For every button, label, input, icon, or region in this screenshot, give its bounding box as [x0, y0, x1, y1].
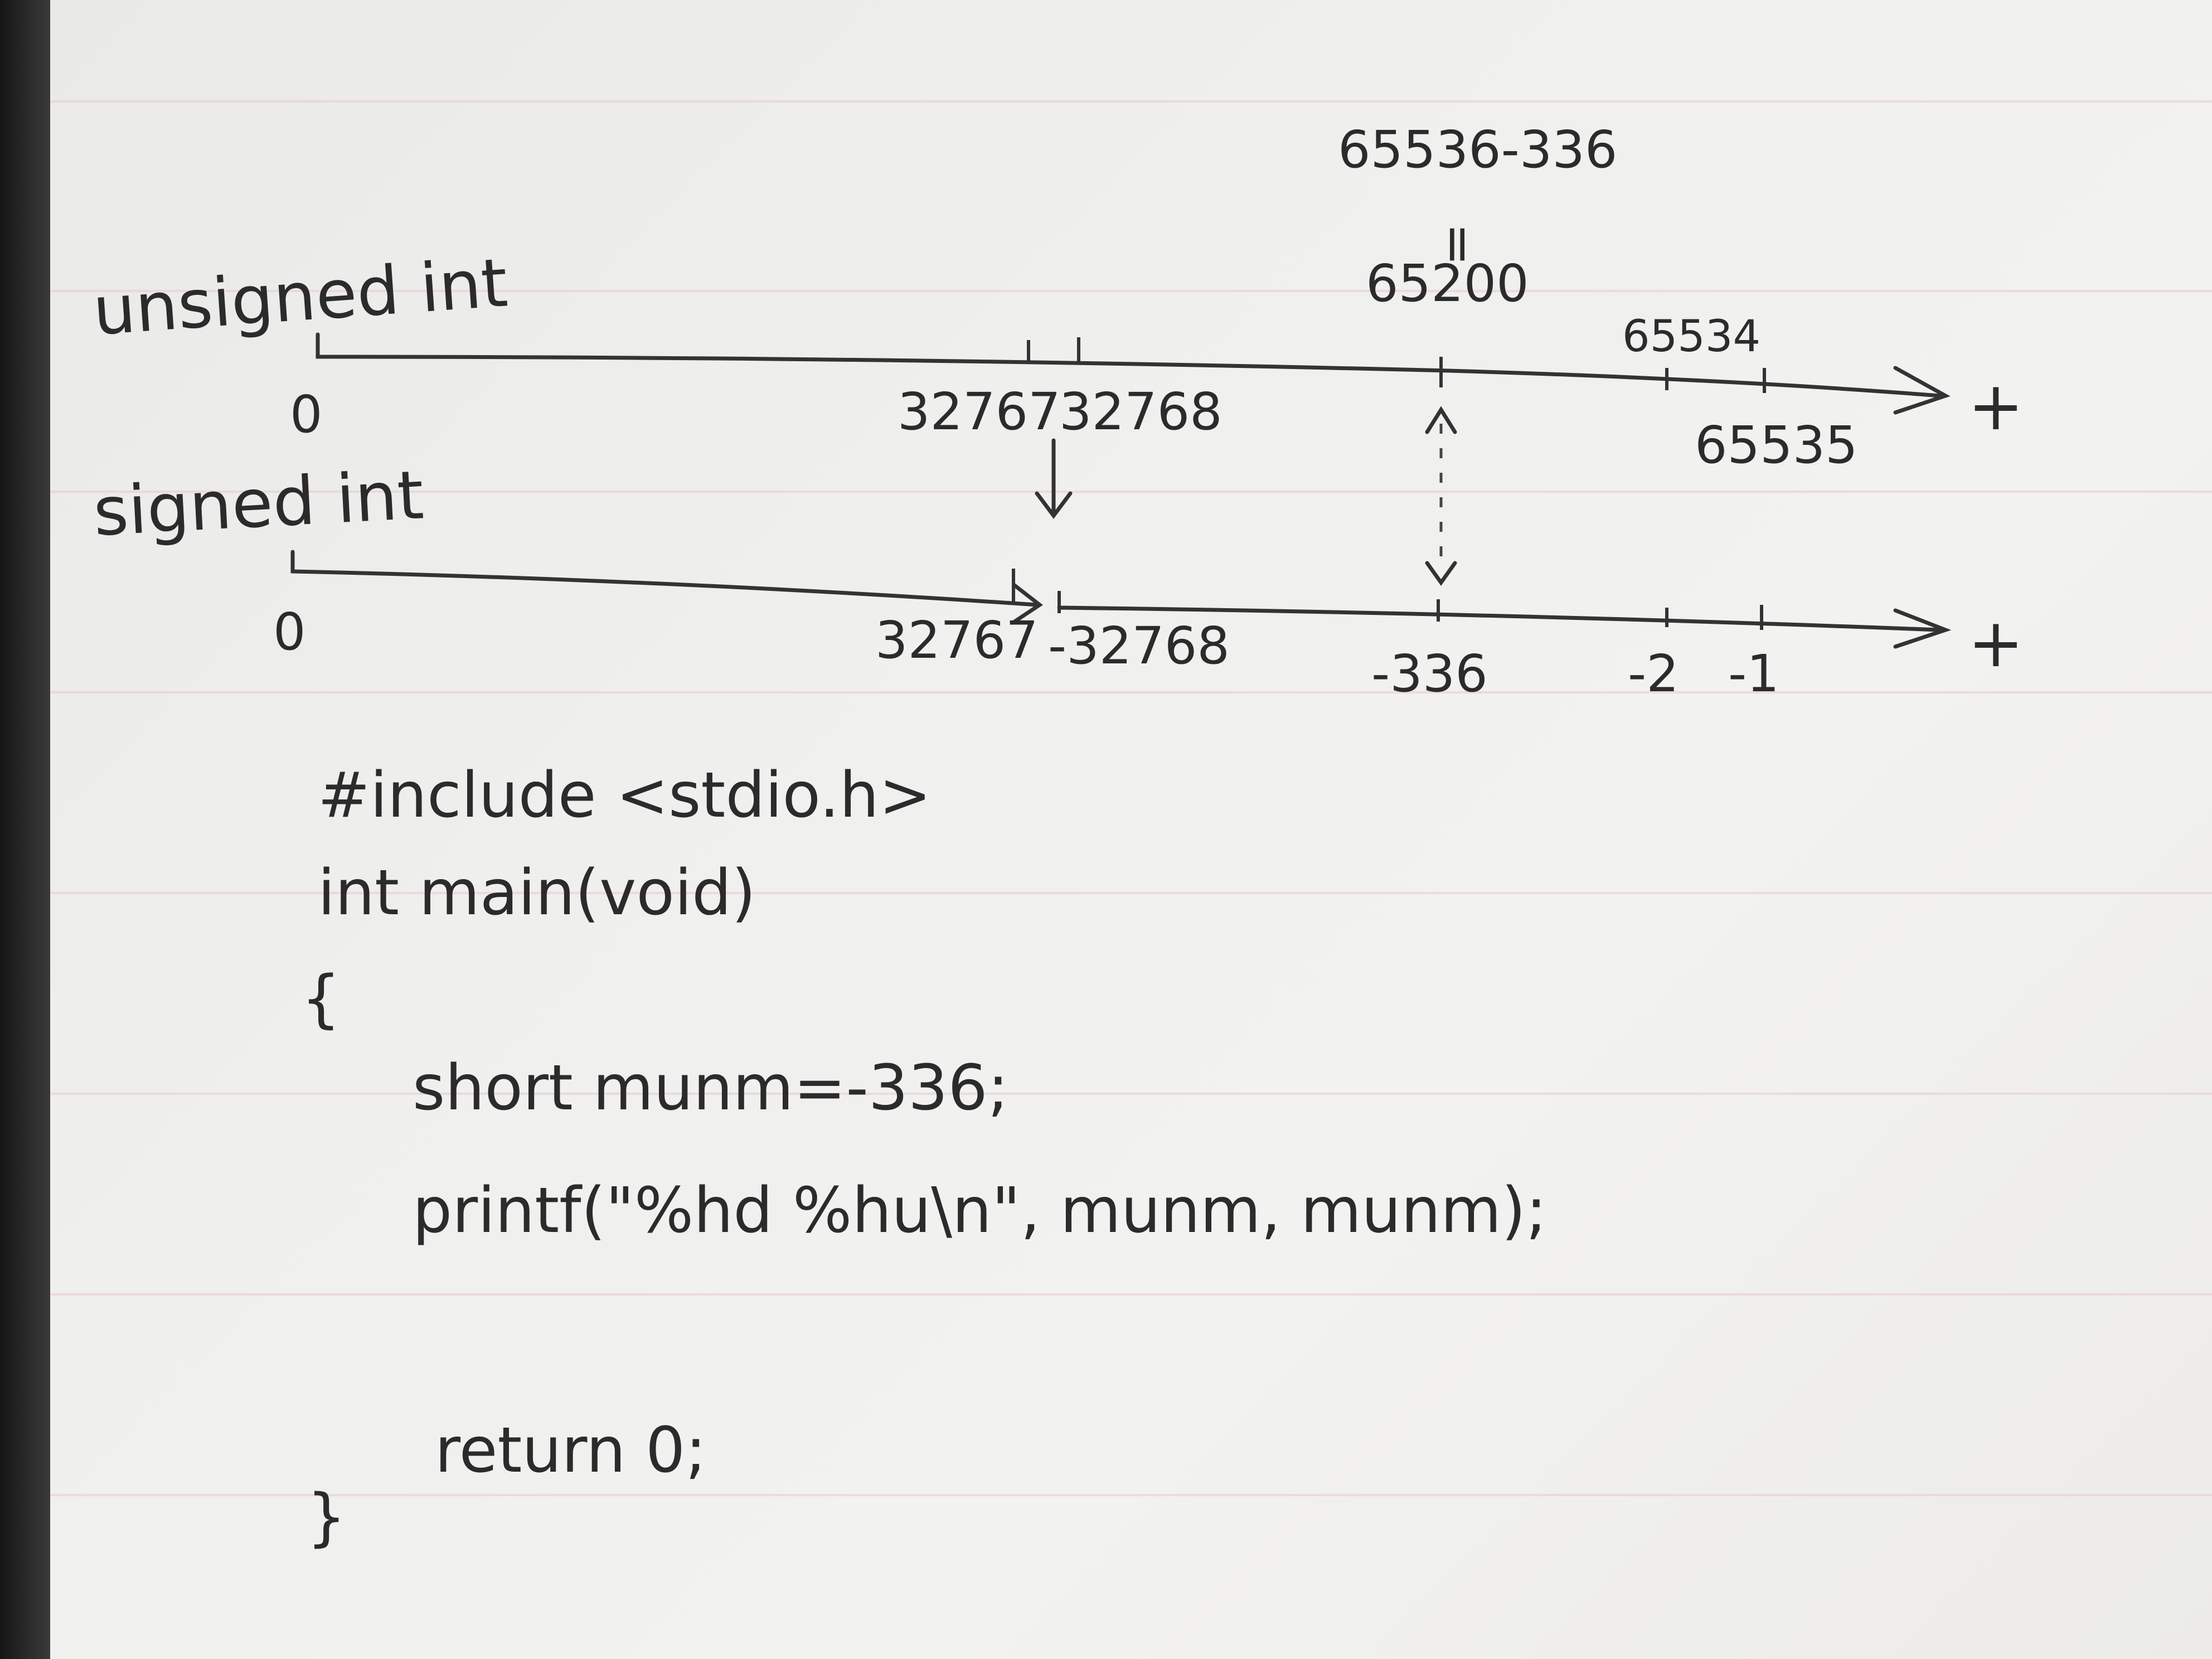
- down-arrow-head: [1035, 491, 1073, 519]
- unsigned-axis: [316, 332, 1942, 398]
- unsigned-zero: 0: [290, 385, 323, 444]
- code-printf: printf("%hd %hu\n", munm, munm);: [413, 1175, 1547, 1247]
- dashed-arrow-up: [1425, 406, 1457, 434]
- signed-plus: +: [1968, 605, 2024, 682]
- signed-neg2: -2: [1628, 644, 1679, 704]
- ruled-line: [50, 491, 2212, 493]
- dashed-arrow-down: [1425, 561, 1457, 586]
- unsigned-int-label: unsigned int: [90, 244, 510, 351]
- unsigned-65200: 65200: [1366, 254, 1529, 313]
- signed-axis-right: [1057, 605, 1942, 632]
- signed-axis-arrow-mid: [1012, 583, 1043, 624]
- notebook-page: [50, 0, 2212, 1659]
- signed-neg1: -1: [1728, 644, 1779, 704]
- ruled-line: [50, 1093, 2212, 1095]
- signed-neg336: -336: [1371, 644, 1488, 704]
- expr-65536-336: 65536-336: [1338, 120, 1617, 180]
- ruled-line: [50, 691, 2212, 693]
- unsigned-32767: 32767: [898, 382, 1061, 442]
- code-return: return 0;: [435, 1414, 706, 1487]
- unsigned-plus: +: [1968, 368, 2024, 445]
- ruled-line: [50, 1293, 2212, 1296]
- signed-neg32768: -32768: [1048, 616, 1230, 676]
- code-main: int main(void): [318, 857, 756, 929]
- code-close-brace: }: [307, 1481, 346, 1554]
- unsigned-65535: 65535: [1695, 415, 1858, 475]
- signed-axis-arrow: [1893, 608, 1952, 649]
- ruled-line: [50, 892, 2212, 894]
- ruled-line: [50, 1494, 2212, 1496]
- desk-shadow: [0, 0, 50, 1659]
- unsigned-65534: 65534: [1622, 312, 1760, 362]
- signed-zero: 0: [273, 602, 306, 662]
- signed-32767: 32767: [875, 610, 1039, 670]
- equals-sign: =: [1429, 223, 1488, 266]
- unsigned-axis-arrow: [1893, 366, 1951, 415]
- ruled-line: [50, 100, 2212, 103]
- ruled-line: [50, 290, 2212, 292]
- unsigned-32768: 32768: [1059, 382, 1223, 442]
- code-open-brace: {: [301, 963, 341, 1035]
- code-include: #include <stdio.h>: [318, 759, 932, 832]
- signed-axis-left: [290, 550, 1039, 607]
- code-declaration: short munm=-336;: [413, 1052, 1008, 1124]
- signed-int-label: signed int: [91, 457, 425, 551]
